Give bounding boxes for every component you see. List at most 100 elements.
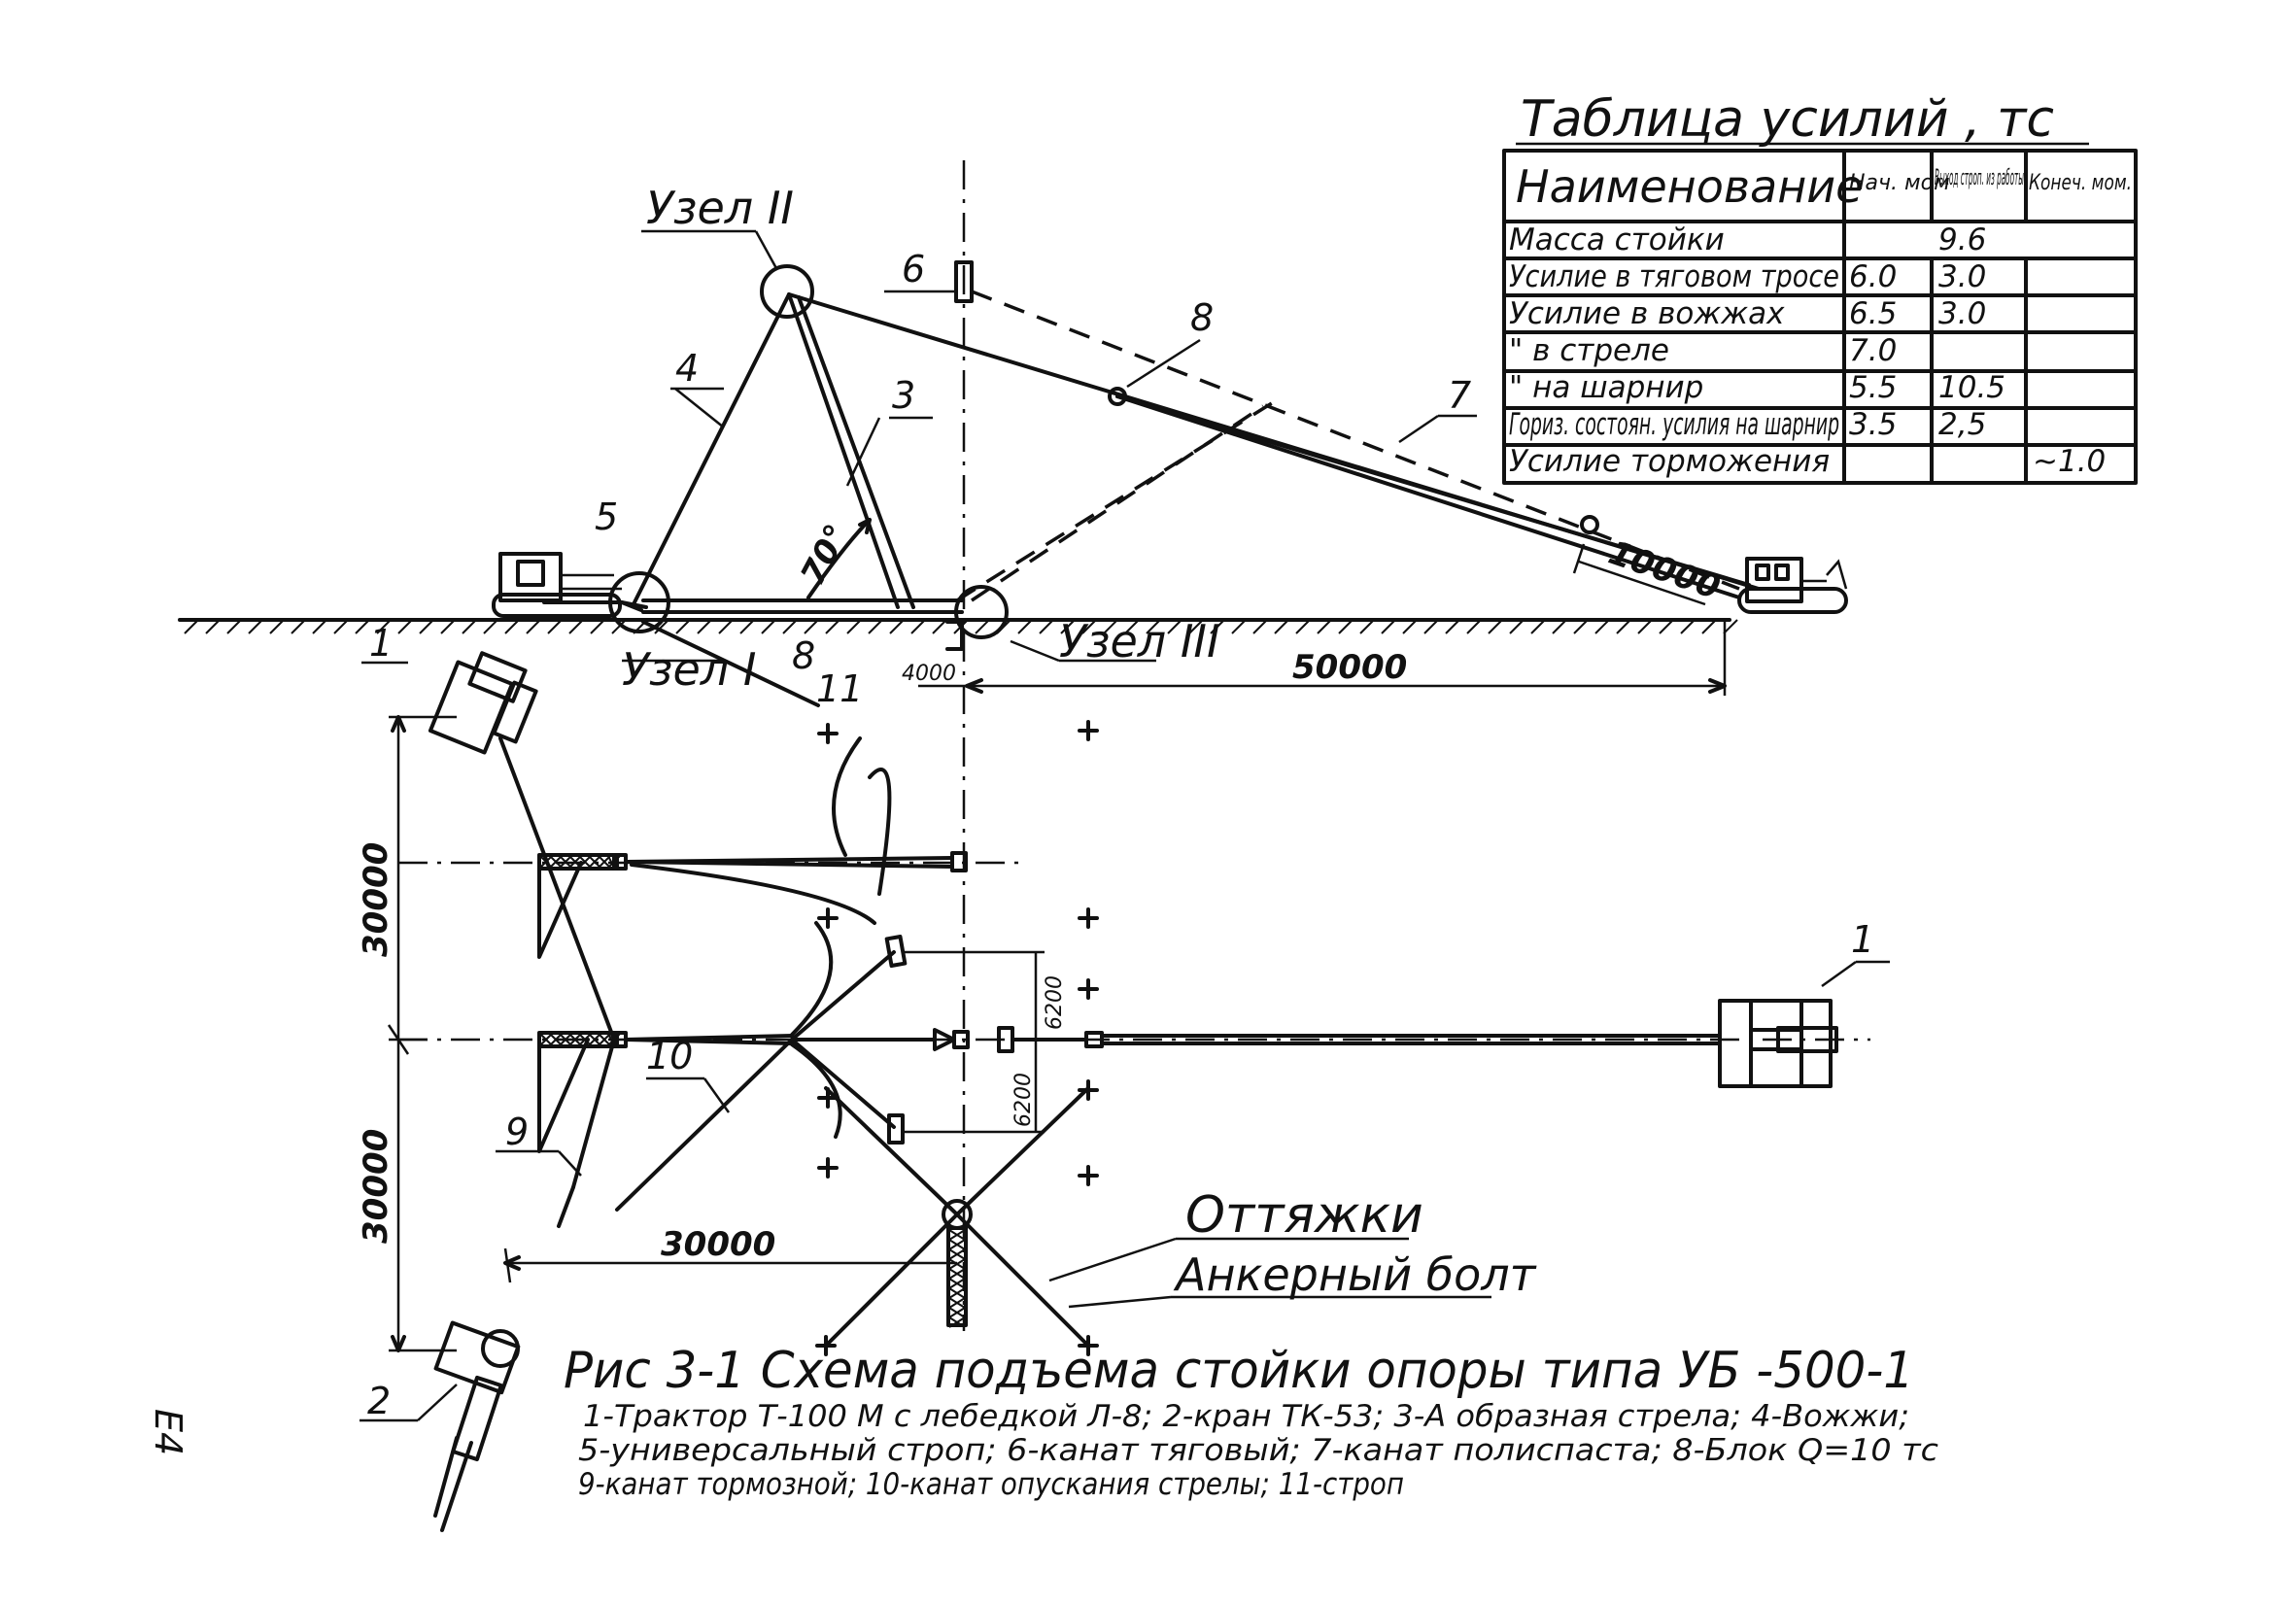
label-1-right: 1 bbox=[1851, 918, 1874, 961]
table-row-name: " в стреле bbox=[1509, 333, 1669, 368]
boom-lowered-dashed bbox=[956, 394, 1284, 602]
dim-4000: 4000 bbox=[902, 662, 956, 686]
node-2-circle bbox=[760, 264, 814, 319]
column-raised-top bbox=[954, 260, 974, 303]
tractor-plan-top-icon bbox=[428, 651, 538, 755]
label-7: 7 bbox=[1448, 374, 1471, 417]
dim-6200-lower: 6200 bbox=[1011, 1073, 1036, 1127]
anchor-cross bbox=[1078, 1079, 1099, 1101]
table-title: Таблица усилий , тс bbox=[1521, 90, 2054, 149]
anchor-cross bbox=[815, 1335, 837, 1356]
margin-note: Е4 bbox=[147, 1409, 189, 1455]
angle-label: 70° bbox=[793, 518, 857, 592]
anchor-cross bbox=[817, 1087, 839, 1109]
table-row-name: Усилие торможения bbox=[1509, 444, 1830, 479]
caption-title: Рис 3-1 Схема подъема стойки опоры типа … bbox=[564, 1342, 1914, 1400]
guys-label: Оттяжки bbox=[1185, 1186, 1423, 1245]
label-11: 11 bbox=[816, 667, 863, 710]
label-5: 5 bbox=[595, 495, 618, 538]
node-3-label: Узел III bbox=[1059, 615, 1220, 667]
column-lying bbox=[641, 598, 964, 614]
tractor-plan-right-icon bbox=[1718, 999, 1838, 1088]
strop-11 bbox=[641, 620, 820, 707]
table-header-name: Наименование bbox=[1516, 160, 1863, 213]
final-position-dashed bbox=[971, 290, 1740, 591]
anchor-cross bbox=[1078, 907, 1099, 929]
table-row-name: Гориз. состоян. усилия на шарнир bbox=[1509, 407, 1839, 442]
dim-50000: 50000 bbox=[1292, 648, 1407, 687]
table-row-name: Усилие в тяговом тросе bbox=[1509, 259, 1839, 294]
label-4: 4 bbox=[675, 347, 699, 390]
anchor-cross bbox=[1078, 978, 1099, 1000]
label-8-top: 8 bbox=[1190, 296, 1214, 339]
anchor-cross bbox=[1078, 720, 1099, 741]
caption-line-3: 9-канат тормозной; 10-канат опускания ст… bbox=[578, 1467, 1404, 1502]
block-marker-right bbox=[1580, 515, 1599, 534]
caption-line-1: 1-Трактор Т-100 М с лебедкой Л-8; 2-кран… bbox=[583, 1399, 1909, 1434]
table-row-name: Масса стойки bbox=[1509, 222, 1725, 257]
anchor-cross bbox=[817, 907, 839, 929]
node-2-label: Узел II bbox=[646, 182, 794, 234]
label-8-bottom: 8 bbox=[792, 634, 815, 677]
hinge-support bbox=[945, 620, 964, 651]
block-8-marker bbox=[1108, 387, 1127, 406]
dim-30000-upper: 30000 bbox=[357, 842, 395, 957]
table-cell-c1: 6.5 bbox=[1849, 296, 1897, 331]
column-hatch-lower bbox=[539, 1033, 621, 1046]
guy-wire-2 bbox=[955, 1213, 1090, 1348]
crane-plan-bottom-icon bbox=[433, 1320, 521, 1532]
anchor-cross bbox=[1078, 1165, 1099, 1186]
table-cell-c2: 2,5 bbox=[1938, 407, 1986, 442]
forces-table bbox=[1502, 149, 2138, 485]
column-hatch-upper bbox=[539, 855, 621, 869]
anchor-cross bbox=[817, 723, 839, 744]
node-1-label: Узел I bbox=[622, 643, 756, 696]
table-row-name: " на шарнир bbox=[1509, 370, 1703, 405]
label-1-top: 1 bbox=[369, 622, 393, 665]
rope-loop-upper bbox=[832, 736, 862, 857]
anchor-bolt-body bbox=[946, 1226, 968, 1327]
table-cell-c1: 3.5 bbox=[1849, 407, 1897, 442]
anchor-cross bbox=[1078, 1335, 1099, 1356]
polispast-kanat-7 bbox=[1115, 394, 1741, 599]
a-frame-leg-front bbox=[787, 292, 900, 609]
node-1-circle bbox=[608, 571, 670, 633]
tractor-right-icon bbox=[1737, 557, 1848, 614]
anchor-cross bbox=[817, 1157, 839, 1179]
caption-line-2: 5-универсальный строп; 6-канат тяговый; … bbox=[578, 1433, 1938, 1468]
label-10: 10 bbox=[646, 1035, 693, 1077]
label-9: 9 bbox=[505, 1111, 529, 1153]
elevation-view bbox=[178, 160, 1848, 1331]
label-3: 3 bbox=[892, 374, 915, 417]
table-cell-c3: ~1.0 bbox=[2033, 444, 2106, 479]
table-cell-c2: 9.6 bbox=[1938, 222, 1986, 257]
label-2: 2 bbox=[367, 1380, 391, 1422]
angle-arc bbox=[806, 518, 872, 599]
guy-wire-1 bbox=[824, 1213, 959, 1348]
kanat-10 bbox=[615, 1038, 794, 1212]
anchor-bolt-label: Анкерный болт bbox=[1173, 1248, 1537, 1301]
dim-10000-line bbox=[1578, 560, 1706, 606]
vozhzhi-line-4 bbox=[632, 292, 791, 606]
table-cell-c2: 10.5 bbox=[1938, 370, 2005, 405]
table-cell-c1: 5.5 bbox=[1849, 370, 1897, 405]
table-header-c2: Выход строп. из работы bbox=[1935, 166, 2024, 190]
table-row-name: Усилие в вожжах bbox=[1509, 296, 1785, 331]
table-cell-c2: 3.0 bbox=[1938, 296, 1986, 331]
dim-30000-lower: 30000 bbox=[357, 1129, 395, 1244]
dim-6200-upper: 6200 bbox=[1043, 975, 1067, 1030]
table-cell-c1: 7.0 bbox=[1849, 333, 1897, 368]
node-3-circle bbox=[954, 585, 1009, 639]
anchor-crosses bbox=[815, 720, 1099, 1356]
dim-30000-horizontal: 30000 bbox=[661, 1225, 775, 1264]
dim-10000: 10000 bbox=[1603, 533, 1725, 607]
table-header-c1: Нач. мом bbox=[1849, 171, 1950, 195]
a-frame-leg-back bbox=[797, 295, 915, 609]
table-cell-c1: 6.0 bbox=[1849, 259, 1897, 294]
plan-view bbox=[360, 651, 1890, 1532]
table-cell-c2: 3.0 bbox=[1938, 259, 1986, 294]
table-header-c3: Конеч. мом. bbox=[2029, 171, 2132, 195]
